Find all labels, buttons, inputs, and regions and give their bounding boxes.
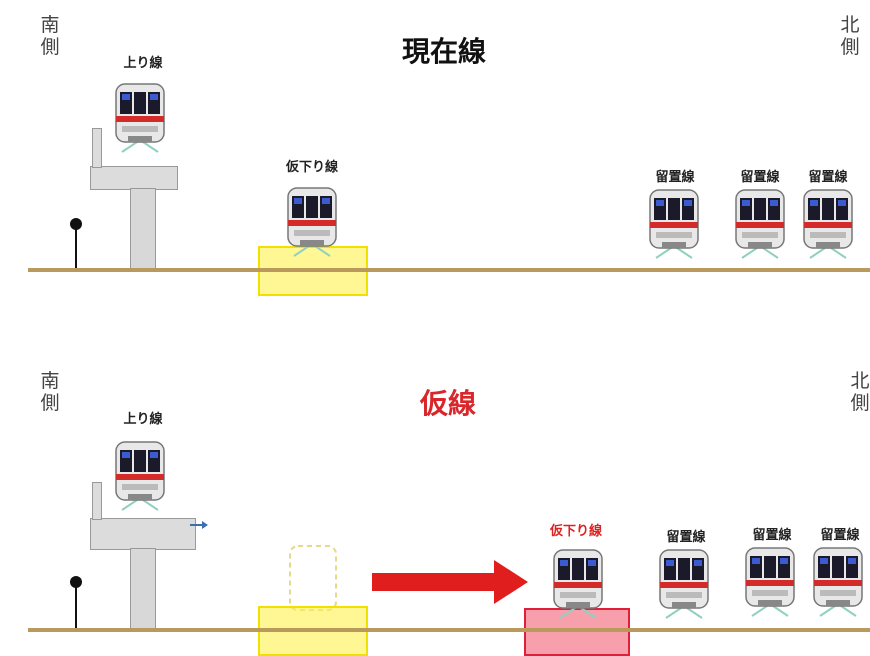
train-siding-2 (744, 546, 796, 618)
label-siding-3: 留置線 (808, 170, 848, 185)
label-temp-down: 仮下り線 (549, 524, 603, 539)
train-siding-1 (658, 548, 710, 620)
label-up-line: 上り線 (123, 412, 163, 427)
panel-title-temporary: 仮線 (420, 387, 477, 420)
elevated-pillar (130, 188, 156, 270)
train-temp-down (286, 186, 338, 258)
ground-line (28, 628, 870, 632)
label-siding-2: 留置線 (752, 528, 792, 543)
label-siding-2: 留置線 (740, 170, 780, 185)
train-temp-down (552, 548, 604, 620)
south-side-label: 南側 (40, 14, 60, 58)
panel-title-current: 現在線 (402, 35, 487, 68)
label-siding-1: 留置線 (666, 530, 706, 545)
deck-parapet (92, 128, 102, 168)
elevated-deck (90, 518, 196, 550)
north-side-label: 北側 (850, 370, 870, 414)
elevated-pillar (130, 548, 156, 632)
label-temp-down: 仮下り線 (285, 160, 339, 175)
south-side-label: 南側 (40, 370, 60, 414)
train-siding-3 (812, 546, 864, 618)
shift-arrow-icon (372, 560, 528, 604)
train-siding-1 (648, 188, 700, 260)
current-line-panel: 南側 北側 現在線 上り線 仮下り線 留置線 留置線 留置線 (0, 0, 870, 310)
deck-parapet (92, 482, 102, 520)
train-up-line (114, 440, 166, 512)
signal-icon (70, 218, 82, 270)
ground-line (28, 268, 870, 272)
train-siding-2 (734, 188, 786, 260)
signal-icon (70, 576, 82, 630)
label-siding-3: 留置線 (820, 528, 860, 543)
label-siding-1: 留置線 (655, 170, 695, 185)
temporary-line-panel: 南側 北側 仮線 上り線 仮下り線 留置線 留置線 留置線 (0, 360, 870, 656)
elevated-deck (90, 166, 178, 190)
north-side-label: 北側 (840, 14, 860, 58)
train-up-line (114, 82, 166, 154)
label-up-line: 上り線 (123, 56, 163, 71)
train-siding-3 (802, 188, 854, 260)
extension-arrow-icon (190, 521, 208, 529)
